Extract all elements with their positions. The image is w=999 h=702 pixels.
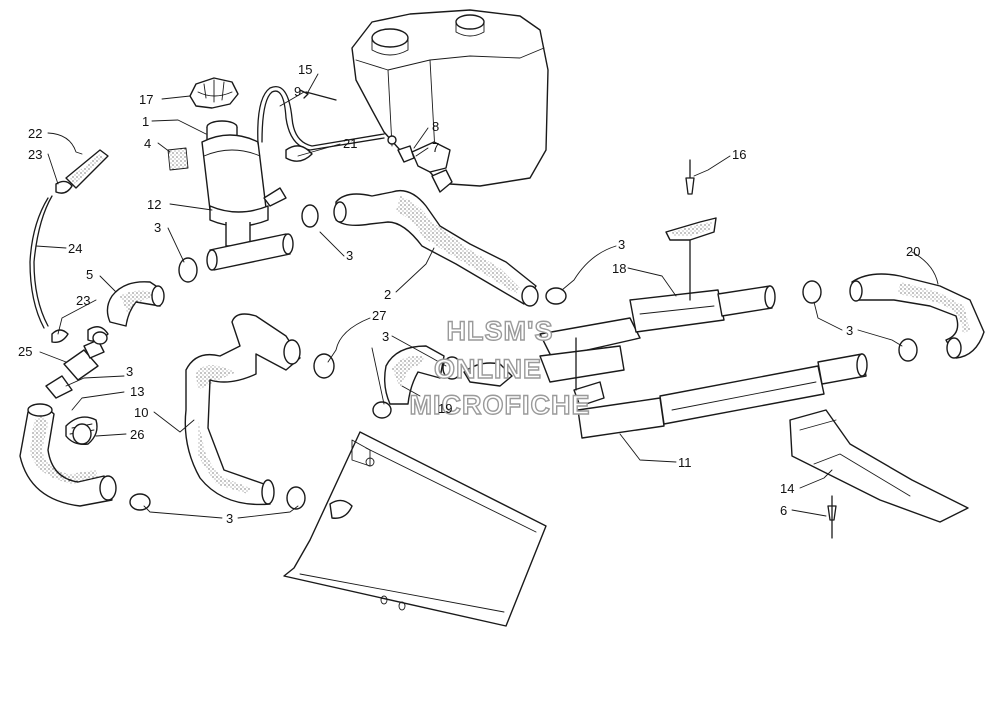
watermark-line-1: HLSM'S (447, 316, 554, 346)
radiator-shroud-panel (283, 431, 547, 627)
callout-13: 13 (130, 384, 144, 399)
callout-12: 12 (147, 197, 161, 212)
callout-15: 15 (298, 62, 312, 77)
callout-23: 23 (28, 147, 42, 162)
lower-left-hose (19, 403, 117, 507)
callout-24: 24 (68, 241, 82, 256)
callout-3: 3 (226, 511, 233, 526)
callout-4: 4 (144, 136, 151, 151)
callout-10: 10 (134, 405, 148, 420)
expansion-bottle (201, 120, 294, 271)
callout-1: 1 (142, 114, 149, 129)
heat-exchanger-upper (539, 285, 776, 359)
callout-17: 17 (139, 92, 153, 107)
heat-exchanger-lower (539, 337, 868, 439)
watermark-line-2: ONLINE (434, 354, 542, 384)
callout-11: 11 (678, 455, 692, 470)
watermark-line-3: MICROFICHE (410, 390, 591, 420)
overflow-line (257, 86, 451, 173)
callout-18: 18 (612, 261, 626, 276)
mounting-bracket (665, 159, 717, 301)
callout-27: 27 (372, 308, 386, 323)
callout-3: 3 (846, 323, 853, 338)
right-loop-hose (849, 273, 985, 359)
callout-3: 3 (154, 220, 161, 235)
pressure-cap (189, 77, 239, 109)
s-shaped-hose (184, 313, 301, 506)
callout-8: 8 (432, 119, 439, 134)
upper-radiator-hose (333, 189, 539, 307)
callout-20: 20 (906, 244, 920, 259)
callout-6: 6 (780, 503, 787, 518)
callout-labels: 17 1 4 12 3 22 23 24 5 23 25 3 13 10 26 … (18, 62, 920, 526)
callout-3: 3 (382, 329, 389, 344)
callout-25: 25 (18, 344, 32, 359)
callout-26: 26 (130, 427, 144, 442)
callout-3: 3 (126, 364, 133, 379)
callout-7: 7 (432, 140, 439, 155)
callout-21: 21 (343, 136, 357, 151)
leader-lines (35, 73, 939, 519)
watermark: HLSM'S ONLINE MICROFICHE (409, 315, 591, 420)
skid-guard-plate (789, 409, 969, 539)
callout-19: 19 (438, 401, 452, 416)
callout-5: 5 (86, 267, 93, 282)
coolant-reservoir-tank (351, 9, 549, 193)
crossover-hose (383, 345, 513, 405)
callout-16: 16 (732, 147, 746, 162)
callout-23: 23 (76, 293, 90, 308)
label-plate (167, 147, 189, 171)
callout-22: 22 (28, 126, 42, 141)
hose-clamps (72, 204, 918, 511)
callout-14: 14 (780, 481, 794, 496)
vent-hose (29, 149, 109, 344)
callout-2: 2 (384, 287, 391, 302)
callout-3: 3 (346, 248, 353, 263)
callout-3: 3 (618, 237, 625, 252)
bypass-hose (106, 281, 165, 327)
callout-9: 9 (294, 84, 301, 99)
